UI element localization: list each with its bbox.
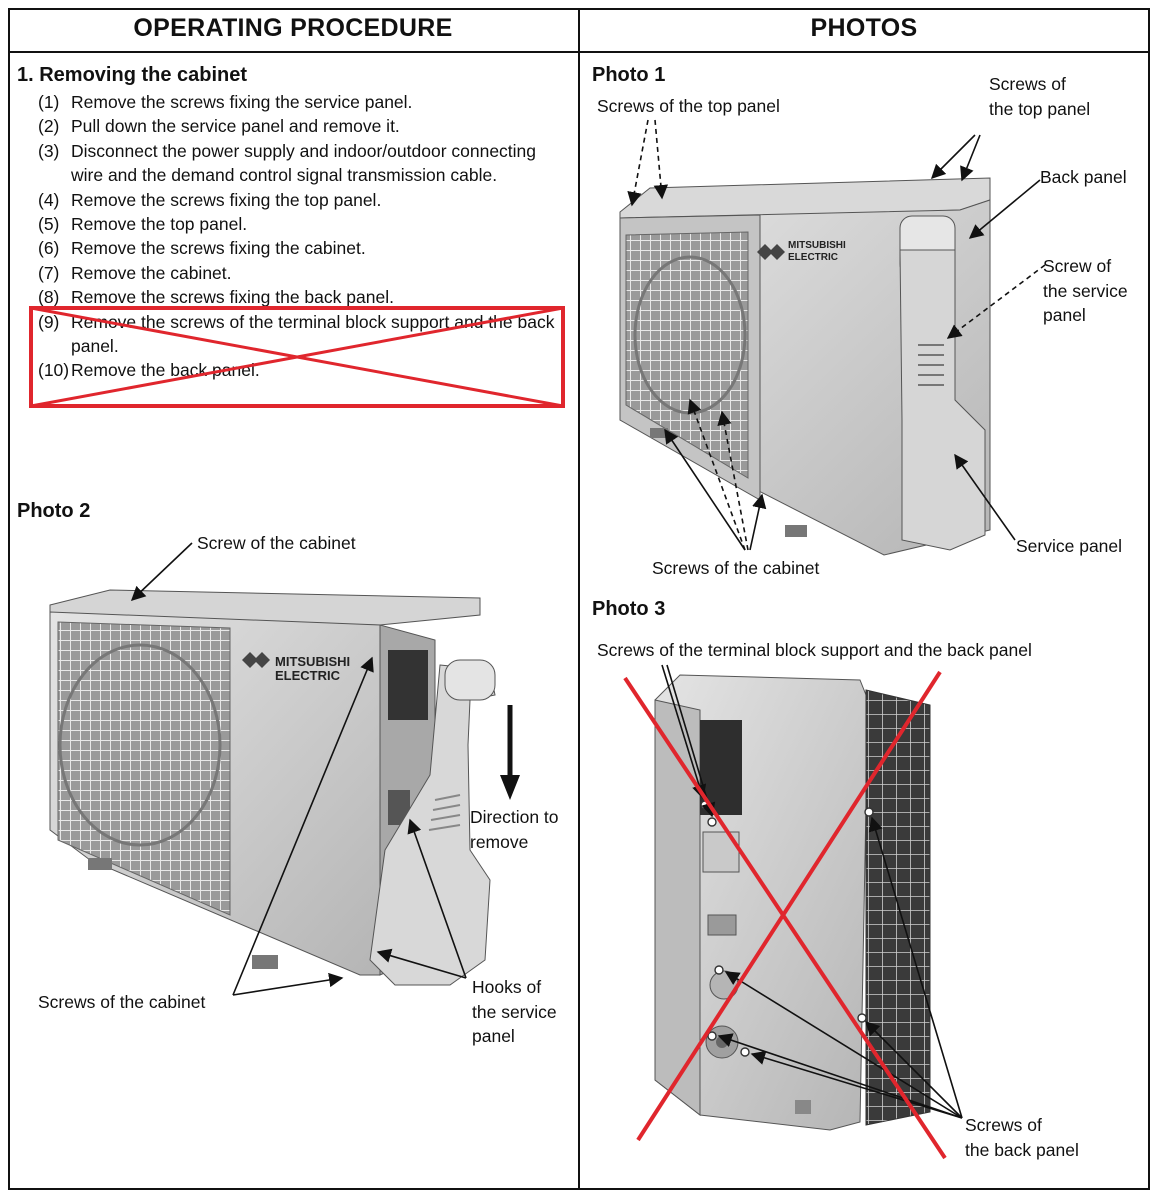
photo2-callout-direction: Direction to remove bbox=[470, 807, 559, 852]
crossed-out-box bbox=[29, 306, 565, 408]
photo1-brand-line2: ELECTRIC bbox=[788, 252, 838, 263]
step-item: (1)Remove the screws fixing the service … bbox=[38, 92, 413, 112]
step-item: (3)Disconnect the power supply and indoo… bbox=[38, 140, 537, 186]
photo3-unit bbox=[654, 674, 931, 1131]
photo1-callout-top-screws-right: Screws of the top panel bbox=[989, 74, 1091, 119]
photo2-annotations bbox=[130, 542, 467, 996]
header-photos: PHOTOS bbox=[810, 14, 918, 42]
photo1-callout-cabinet-screws: Screws of the cabinet bbox=[652, 558, 820, 578]
photo2-callout-hooks: Hooks of the service panel bbox=[472, 977, 557, 1046]
step-item: (2)Pull down the service panel and remov… bbox=[38, 116, 400, 137]
step-item: (4)Remove the screws fixing the top pane… bbox=[38, 189, 382, 210]
direction-arrow bbox=[500, 705, 520, 800]
photo3-callout-back-screws: Screws of the back panel bbox=[965, 1115, 1079, 1160]
photo1-unit: MITSUBISHI ELECTRIC bbox=[619, 177, 991, 556]
photo2-callout-cabinet-screws: Screws of the cabinet bbox=[38, 992, 206, 1012]
step-item: (5)Remove the top panel. bbox=[38, 214, 248, 235]
step-item: (10)Remove the back panel. bbox=[38, 360, 260, 381]
photo2-brand-line1: MITSUBISHI bbox=[275, 654, 350, 669]
photo2-unit: MITSUBISHI ELECTRIC bbox=[49, 589, 496, 986]
step-item: (7)Remove the cabinet. bbox=[38, 262, 232, 283]
photo1-callout-back-panel: Back panel bbox=[1040, 167, 1127, 187]
photo2-label: Photo 2 bbox=[17, 500, 91, 522]
photo1-label: Photo 1 bbox=[592, 64, 666, 86]
photo1-callout-service-panel: Service panel bbox=[1016, 536, 1123, 556]
photo3-annotations bbox=[661, 664, 963, 1119]
photo3-label: Photo 3 bbox=[592, 598, 666, 620]
step-item: (8)Remove the screws fixing the back pan… bbox=[38, 287, 394, 308]
photo1-callout-service-screw: Screw of the service panel bbox=[1043, 256, 1128, 325]
photo1-annotations bbox=[627, 119, 1046, 551]
section-title: 1. Removing the cabinet bbox=[17, 64, 248, 86]
photo3-callout-terminal: Screws of the terminal block support and… bbox=[597, 640, 1032, 660]
header-operating-procedure: OPERATING PROCEDURE bbox=[133, 14, 453, 42]
photo3-red-cross bbox=[623, 670, 947, 1160]
step-item: (6)Remove the screws fixing the cabinet. bbox=[38, 238, 366, 259]
photo2-callout-screw-cabinet: Screw of the cabinet bbox=[197, 533, 356, 553]
photo1-callout-top-screws: Screws of the top panel bbox=[597, 96, 780, 116]
column-divider bbox=[578, 8, 580, 1190]
photo1-brand-line1: MITSUBISHI bbox=[788, 240, 846, 251]
photo2-brand-line2: ELECTRIC bbox=[275, 668, 341, 683]
procedure-steps: (1)Remove the screws fixing the service … bbox=[38, 90, 558, 383]
step-item: (9)Remove the screws of the terminal blo… bbox=[38, 311, 555, 357]
